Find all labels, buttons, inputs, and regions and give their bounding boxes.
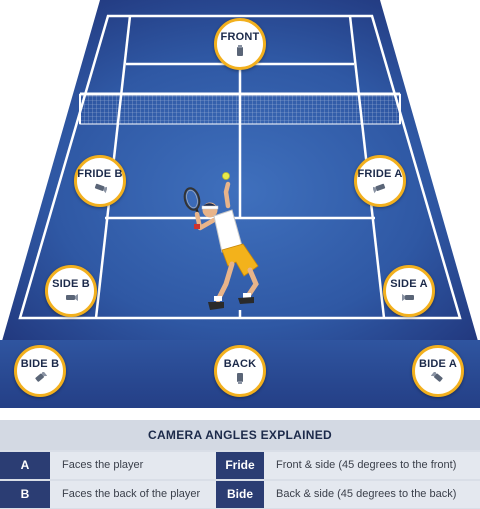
- video-camera-icon: [94, 183, 107, 194]
- legend-row: B Faces the back of the player Bide Back…: [0, 481, 480, 508]
- camera-front-label: FRONT: [220, 31, 260, 43]
- video-camera-icon: [237, 45, 243, 56]
- camera-side-a-label: SIDE A: [390, 278, 428, 290]
- legend-title: CAMERA ANGLES EXPLAINED: [0, 420, 480, 450]
- camera-front: FRONT: [214, 18, 266, 70]
- video-camera-icon: [402, 294, 414, 301]
- tennis-net: [79, 92, 401, 125]
- camera-bide-a: BIDE A: [412, 345, 464, 397]
- video-camera-icon: [237, 373, 243, 384]
- tennis-court-diagram: [0, 0, 480, 408]
- camera-side-a: SIDE A: [383, 265, 435, 317]
- legend-desc-b: Faces the back of the player: [62, 488, 201, 500]
- camera-fride-b: FRIDE B: [74, 155, 126, 207]
- camera-bide-a-label: BIDE A: [418, 358, 458, 370]
- camera-angles-legend: CAMERA ANGLES EXPLAINED A Faces the play…: [0, 420, 480, 509]
- tennis-player-serving-icon: [183, 172, 259, 310]
- legend-row: A Faces the player Fride Front & side (4…: [0, 452, 480, 479]
- video-camera-icon: [35, 372, 47, 382]
- legend-desc-a: Faces the player: [62, 459, 144, 471]
- legend-key-a: A: [0, 452, 50, 479]
- legend-desc-bide: Back & side (45 degrees to the back): [276, 488, 457, 500]
- legend-desc-fride: Front & side (45 degrees to the front): [276, 459, 457, 471]
- video-camera-icon: [66, 294, 78, 301]
- camera-bide-b: BIDE B: [14, 345, 66, 397]
- camera-bide-b-label: BIDE B: [20, 358, 60, 370]
- legend-key-fride: Fride: [216, 452, 264, 479]
- legend-key-bide: Bide: [216, 481, 264, 508]
- camera-back-label: BACK: [223, 358, 257, 370]
- video-camera-icon: [373, 183, 386, 194]
- camera-fride-a: FRIDE A: [354, 155, 406, 207]
- camera-back: BACK: [214, 345, 266, 397]
- camera-fride-b-label: FRIDE B: [77, 168, 123, 180]
- camera-side-b: SIDE B: [45, 265, 97, 317]
- video-camera-icon: [431, 372, 443, 382]
- legend-key-b: B: [0, 481, 50, 508]
- camera-side-b-label: SIDE B: [52, 278, 90, 290]
- camera-fride-a-label: FRIDE A: [357, 168, 403, 180]
